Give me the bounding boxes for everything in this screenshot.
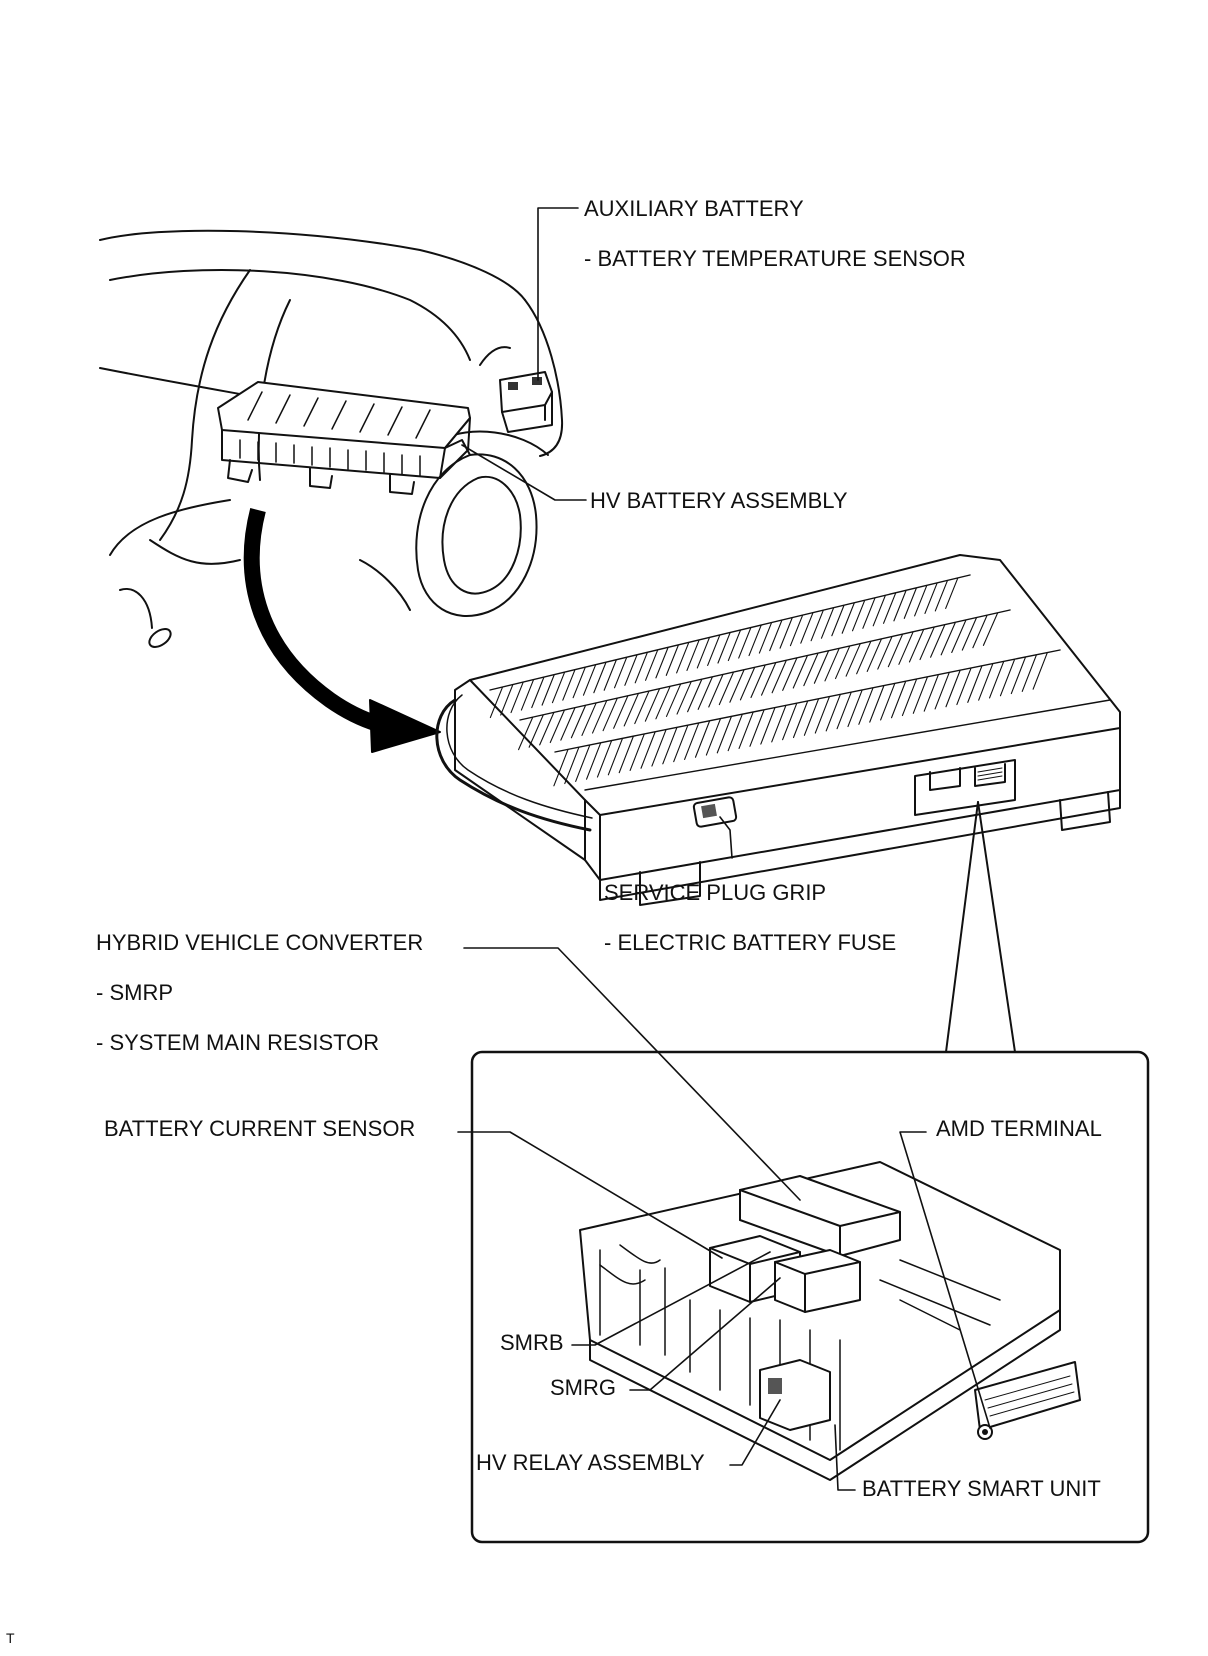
hv-battery-assembly-label: HV BATTERY ASSEMBLY: [590, 488, 848, 513]
vehicle-outline: [99, 229, 564, 648]
service-plug-grip-label: SERVICE PLUG GRIP: [604, 880, 827, 905]
leader-lines: [457, 207, 991, 1491]
auxiliary-battery-icon: [499, 371, 553, 433]
battery-current-sensor-label: BATTERY CURRENT SENSOR: [104, 1116, 416, 1141]
battery-smart-unit-label: BATTERY SMART UNIT: [862, 1476, 1101, 1501]
smrp-label: - SMRP: [96, 980, 173, 1005]
hv-battery-in-car-icon: [217, 381, 471, 495]
detail-view-frame: [470, 1050, 1150, 1544]
amd-terminal-label: AMD TERMINAL: [936, 1116, 1102, 1141]
detail-junction-block-drawing: [579, 1161, 1081, 1481]
system-main-resistor-label: - SYSTEM MAIN RESISTOR: [96, 1030, 380, 1055]
battery-temperature-sensor-label: - BATTERY TEMPERATURE SENSOR: [584, 246, 966, 271]
smrg-label: SMRG: [550, 1375, 616, 1400]
footer-mark: T: [6, 1630, 15, 1646]
smrb-label: SMRB: [500, 1330, 564, 1355]
curved-arrow: [243, 508, 441, 753]
hv-battery-assembly-drawing: [435, 554, 1121, 906]
electric-battery-fuse-label: - ELECTRIC BATTERY FUSE: [604, 930, 897, 955]
auxiliary-battery-label: AUXILIARY BATTERY: [584, 196, 804, 221]
hybrid-vehicle-converter-label: HYBRID VEHICLE CONVERTER: [96, 930, 424, 955]
hv-relay-assembly-label: HV RELAY ASSEMBLY: [476, 1450, 705, 1475]
